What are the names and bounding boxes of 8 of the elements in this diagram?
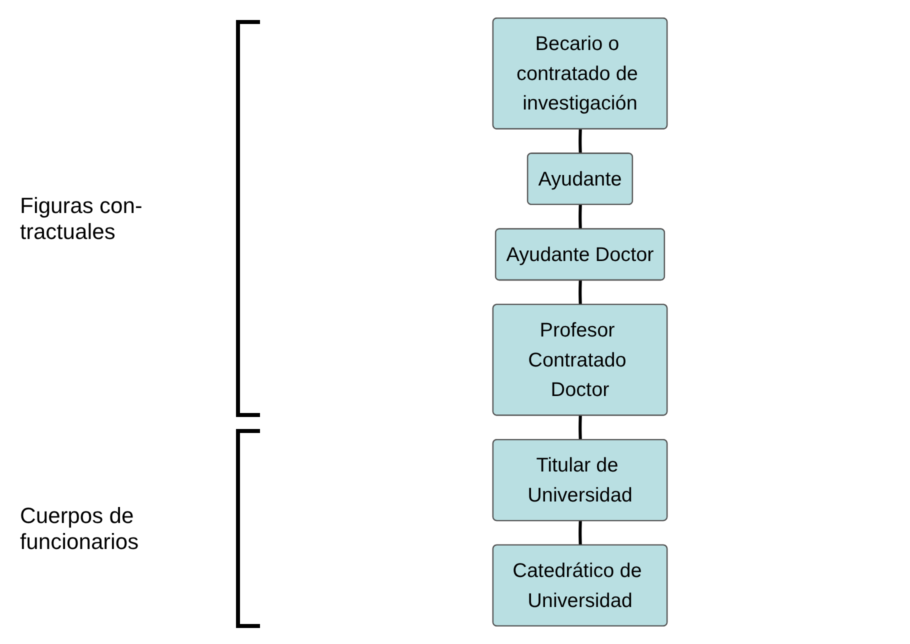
rank-box: Catedrático de Universidad <box>492 544 668 626</box>
rank-box: Ayudante <box>526 152 634 205</box>
rank-box: Becario o contratado de investigación <box>492 18 668 130</box>
group-label: Cuerpos de funcionarios <box>20 502 140 555</box>
rank-box: Ayudante Doctor <box>494 228 666 281</box>
rank-box: Titular de Universidad <box>492 439 668 522</box>
group-label: Figuras con- tractuales <box>20 192 144 245</box>
rank-box: Profesor Contratado Doctor <box>492 304 668 416</box>
